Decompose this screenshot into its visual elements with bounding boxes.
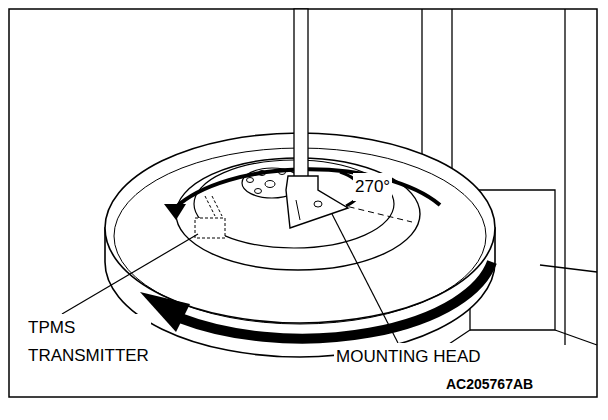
angle-label: 270°	[353, 173, 392, 201]
mounting-head	[286, 176, 348, 228]
mounting-head-edge	[296, 200, 300, 220]
part-name: MOUNTING HEAD	[334, 343, 483, 371]
figure-code: AC205767AB	[444, 376, 535, 392]
valve-stem	[205, 196, 215, 216]
valve-stem	[212, 196, 222, 216]
leader-line	[332, 214, 398, 343]
machine-post	[294, 9, 308, 179]
frame-border	[9, 9, 597, 397]
sidewall-arrow	[180, 262, 492, 339]
arrowhead	[164, 204, 186, 220]
part-name: TPMS TRANSMITTER	[26, 314, 151, 370]
mounting-head-bolt	[314, 201, 322, 207]
leader-line	[62, 234, 198, 314]
tpms-transmitter	[195, 218, 225, 238]
